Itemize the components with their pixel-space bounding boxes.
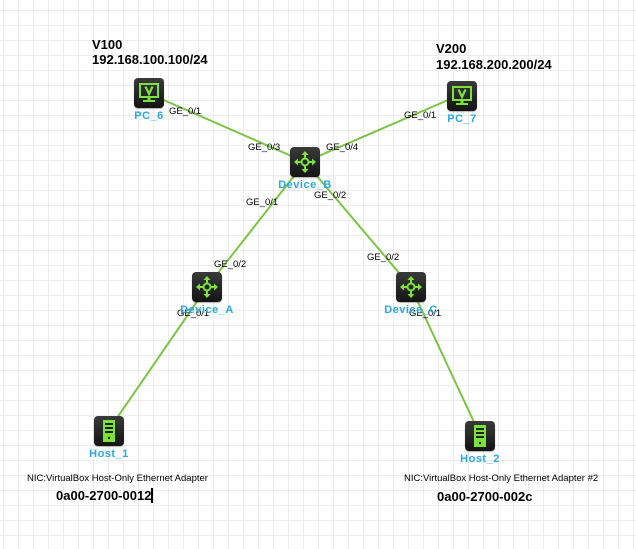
port-label-pc7-ge0-1: GE_0/1 (404, 110, 437, 121)
text-cursor (151, 488, 153, 503)
node-host1[interactable]: Host_1 (89, 416, 128, 460)
link-device-b-device-c[interactable] (304, 161, 412, 288)
note-host2-nic[interactable]: NIC:VirtualBox Host-Only Ethernet Adapte… (404, 473, 599, 484)
port-label-device-c-ge0-1: GE_0/1 (409, 308, 442, 319)
port-label-device-b-ge0-4: GE_0/4 (326, 142, 359, 153)
switch-icon (192, 272, 222, 302)
node-device-a[interactable]: Device_A (180, 272, 233, 316)
note-pc6-ip[interactable]: 192.168.100.100/24 (92, 52, 208, 67)
note-pc7-vlan[interactable]: V200 (436, 41, 467, 56)
node-host2[interactable]: Host_2 (460, 421, 499, 465)
link-device-c-host2[interactable] (410, 286, 481, 436)
note-pc7-ip[interactable]: 192.168.200.200/24 (436, 57, 552, 72)
link-device-a-host1[interactable] (107, 286, 208, 432)
note-host1-mac-text: 0a00-2700-0012 (56, 488, 152, 503)
port-label-device-b-ge0-3: GE_0/3 (248, 142, 281, 153)
node-label: Device_A (180, 304, 234, 316)
link-device-b-device-a[interactable] (206, 161, 306, 288)
note-host2-mac[interactable]: 0a00-2700-002c (437, 489, 533, 504)
port-label-pc6-ge0-1: GE_0/1 (169, 106, 202, 117)
node-label: PC_7 (447, 113, 477, 125)
link-pc6-device-b[interactable] (149, 93, 306, 163)
switch-icon (396, 272, 426, 302)
server-icon (465, 421, 495, 451)
port-label-device-b-ge0-2: GE_0/2 (314, 190, 347, 201)
pc-icon (447, 81, 477, 111)
node-label: Device_C (384, 304, 438, 316)
link-pc7-device-b[interactable] (304, 93, 463, 163)
note-host1-mac[interactable]: 0a00-2700-0012 (56, 487, 153, 504)
node-label: PC_6 (134, 110, 164, 122)
port-label-device-a-ge0-2: GE_0/2 (214, 259, 247, 270)
node-device-c[interactable]: Device_C (384, 272, 437, 316)
node-pc6[interactable]: PC_6 (134, 78, 164, 122)
node-label: Host_2 (460, 453, 500, 465)
server-icon (94, 416, 124, 446)
note-pc6-vlan[interactable]: V100 (92, 37, 123, 52)
node-label: Host_1 (89, 448, 129, 460)
pc-icon (134, 78, 164, 108)
port-label-device-b-ge0-1: GE_0/1 (246, 197, 279, 208)
port-label-device-a-ge0-1: GE_0/1 (177, 308, 210, 319)
note-host1-nic[interactable]: NIC:VirtualBox Host-Only Ethernet Adapte… (27, 473, 208, 484)
node-label: Device_B (278, 179, 332, 191)
node-pc7[interactable]: PC_7 (447, 81, 477, 125)
switch-icon (290, 147, 320, 177)
port-label-device-c-ge0-2: GE_0/2 (367, 252, 400, 263)
node-device-b[interactable]: Device_B (278, 147, 331, 191)
